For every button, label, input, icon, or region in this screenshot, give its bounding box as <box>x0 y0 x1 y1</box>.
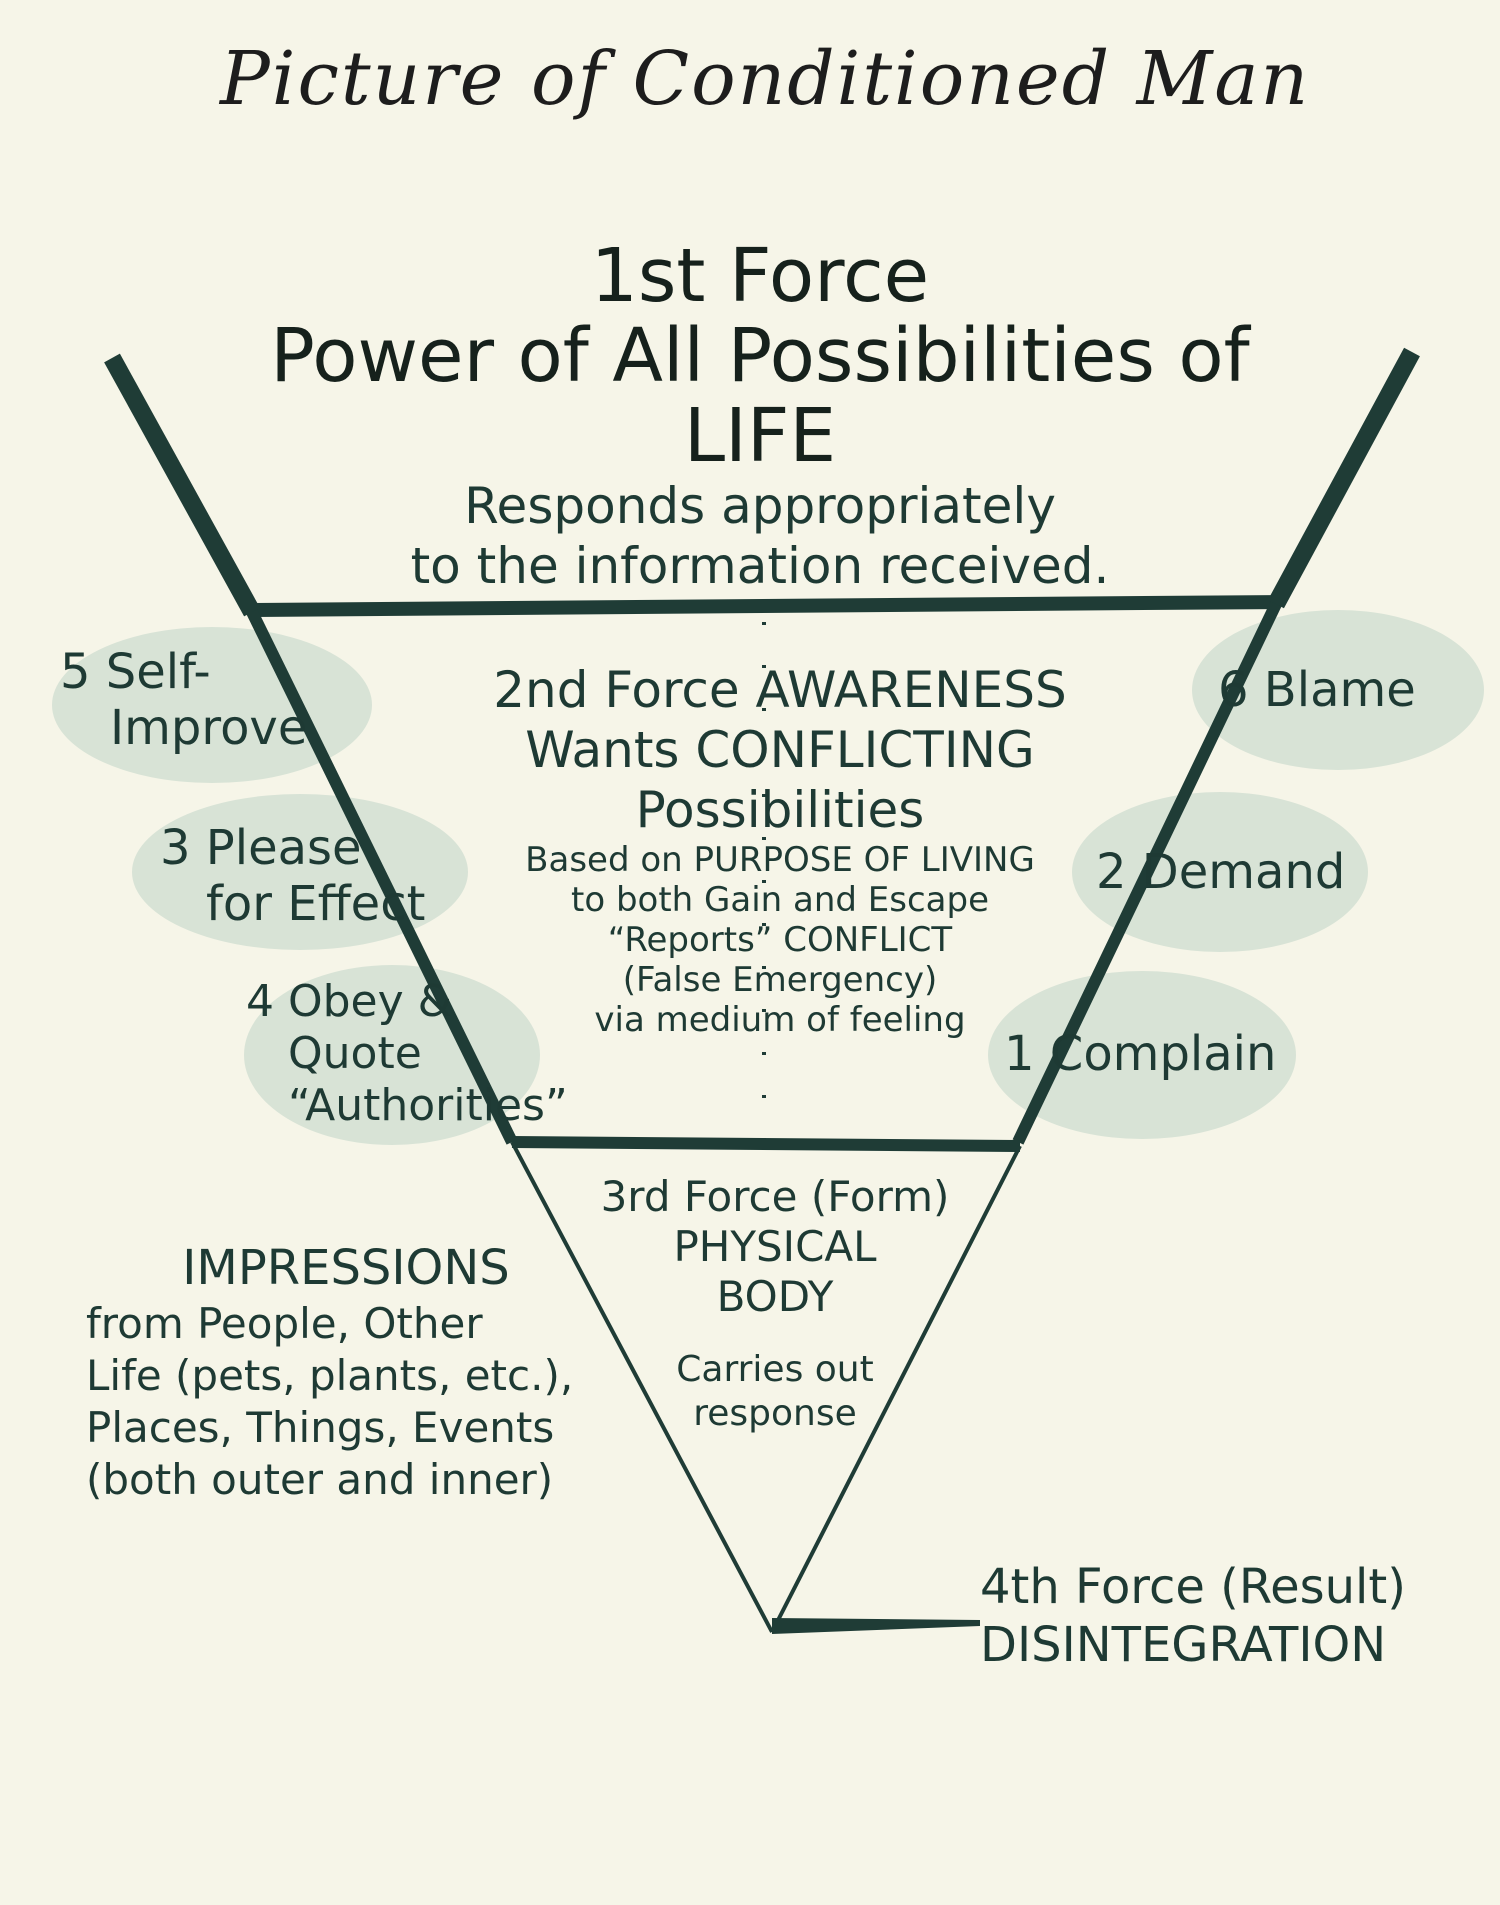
left-rim-line <box>104 353 260 617</box>
bubble-please <box>132 794 468 950</box>
first-force-heading: 1st Force <box>590 233 930 319</box>
first-force-block: 1st Force Power of All Possibilities of … <box>200 236 1320 596</box>
second-force-line3: Possibilities <box>635 781 925 839</box>
obey-line2: Quote <box>288 1028 422 1079</box>
first-force-line2: Power of All Possibilities of <box>270 313 1250 399</box>
first-force-line4: Responds appropriately <box>464 477 1056 535</box>
obey-line3: “Authorities” <box>288 1080 568 1131</box>
right-middle-line <box>1012 601 1282 1145</box>
second-force-line6: “Reports” CONFLICT <box>607 920 953 960</box>
first-force-line5: to the information received. <box>410 537 1110 595</box>
third-force-block: 3rd Force (Form) PHYSICAL BODY Carries o… <box>540 1172 1010 1436</box>
impressions-head: IMPRESSIONS <box>182 1240 510 1296</box>
left-middle-line <box>246 609 518 1145</box>
third-force-line1: 3rd Force (Form) <box>600 1172 950 1221</box>
third-force-line3: BODY <box>716 1272 834 1321</box>
label-demand: 2 Demand <box>1096 844 1396 900</box>
right-rim-line <box>1268 347 1420 609</box>
result-pointer <box>772 1618 980 1634</box>
second-force-line4: Based on PURPOSE OF LIVING <box>525 840 1035 880</box>
bubble-complain <box>988 971 1296 1139</box>
first-force-line3: LIFE <box>683 393 837 479</box>
second-force-base-line <box>511 1136 1021 1152</box>
third-force-line2: PHYSICAL <box>673 1222 877 1271</box>
fourth-force-line1: 4th Force (Result) <box>980 1559 1406 1615</box>
lower-left-line <box>510 1141 774 1633</box>
second-force-line1: 2nd Force AWARENESS <box>493 661 1067 719</box>
third-force-line4: Carries out <box>676 1349 874 1390</box>
impressions-block: IMPRESSIONS from People, Other Life (pet… <box>86 1238 606 1506</box>
label-obey: 4 Obey & Quote “Authorities” <box>246 976 568 1132</box>
impressions-line2: from People, Other <box>86 1299 483 1348</box>
lower-right-line <box>770 1145 1022 1633</box>
second-force-line2: Wants CONFLICTING <box>525 721 1035 779</box>
label-please: 3 Please for Effect <box>160 820 460 932</box>
first-force-base-line <box>247 595 1281 617</box>
diagram-title: Picture of Conditioned Man <box>220 36 1311 122</box>
please-line1: 3 Please <box>160 820 362 876</box>
bubble-demand <box>1072 792 1368 952</box>
bubble-obey <box>244 965 540 1145</box>
label-self-improve: 5 Self- Improve <box>60 644 360 756</box>
impressions-line5: (both outer and inner) <box>86 1455 554 1504</box>
demand-line1: 2 Demand <box>1096 844 1346 900</box>
impressions-line4: Places, Things, Events <box>86 1403 555 1452</box>
second-force-line5: to both Gain and Escape <box>571 880 989 920</box>
blame-line1: 6 Blame <box>1218 662 1416 718</box>
obey-line1: 4 Obey & <box>246 976 452 1027</box>
complain-line1: 1 Complain <box>1004 1026 1277 1082</box>
second-force-block: 2nd Force AWARENESS Wants CONFLICTING Po… <box>430 660 1130 1040</box>
bubble-self-improve <box>52 627 372 783</box>
label-complain: 1 Complain <box>1004 1026 1304 1082</box>
fourth-force-line2: DISINTEGRATION <box>980 1617 1387 1673</box>
label-blame: 6 Blame <box>1218 662 1478 718</box>
bubble-blame <box>1192 610 1484 770</box>
second-force-line8: via medium of feeling <box>594 1000 966 1040</box>
second-force-line7: (False Emergency) <box>622 960 938 1000</box>
please-line2: for Effect <box>206 876 426 932</box>
fourth-force-block: 4th Force (Result) DISINTEGRATION <box>980 1558 1440 1674</box>
self-improve-line2: Improve <box>110 700 308 756</box>
impressions-line3: Life (pets, plants, etc.), <box>86 1351 574 1400</box>
self-improve-line1: 5 Self- <box>60 644 211 700</box>
third-force-line5: response <box>693 1393 857 1434</box>
